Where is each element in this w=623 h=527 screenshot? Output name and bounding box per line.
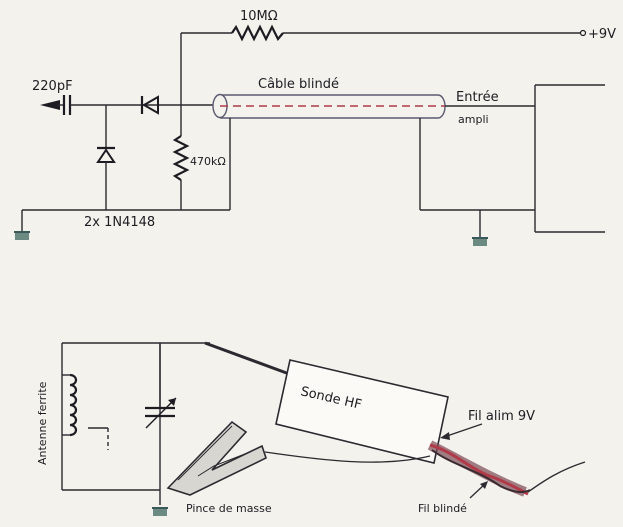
- input-label: Entrée: [456, 90, 499, 105]
- shielded-cable: [212, 93, 446, 119]
- amplifier-block: [534, 84, 605, 233]
- probe-body: [275, 359, 449, 464]
- input-arrow-icon: [40, 100, 60, 110]
- resistor-470k: [172, 135, 190, 181]
- variable-capacitor: [145, 343, 177, 429]
- resistor-10m: [231, 24, 284, 42]
- diodes-label: 2x 1N4148: [84, 215, 155, 230]
- cable-label: Câble blindé: [258, 77, 339, 92]
- ferrite-coil: [62, 373, 109, 450]
- probe-needle: [204, 341, 293, 377]
- supply-terminal: [579, 29, 587, 37]
- crocodile-clip: [166, 420, 267, 496]
- clip-label: Pince de masse: [186, 502, 272, 515]
- ground-icon: [472, 237, 488, 246]
- power-wire-label: Fil alim 9V: [468, 409, 535, 424]
- diode-shunt: [96, 146, 116, 163]
- resistor-top-label: 10MΩ: [240, 9, 278, 24]
- shielded-wire-label: Fil blindé: [418, 502, 467, 515]
- ground-icon: [152, 507, 168, 516]
- capacitor-label: 220pF: [32, 79, 73, 94]
- top-circuit: 220pF 10MΩ +9V 470kΩ: [14, 9, 616, 246]
- capacitor-220pf: [62, 95, 72, 115]
- resistor-side-label: 470kΩ: [190, 155, 226, 168]
- diode-series: [140, 95, 159, 115]
- input-sub-label: ampli: [458, 113, 489, 126]
- ground-icon: [14, 231, 30, 240]
- supply-label: +9V: [588, 27, 616, 42]
- bottom-assembly: Antenne ferrite Sonde HF Fil alim 9V: [36, 341, 586, 516]
- antenna-label: Antenne ferrite: [36, 381, 49, 465]
- twisted-wire: [427, 440, 586, 497]
